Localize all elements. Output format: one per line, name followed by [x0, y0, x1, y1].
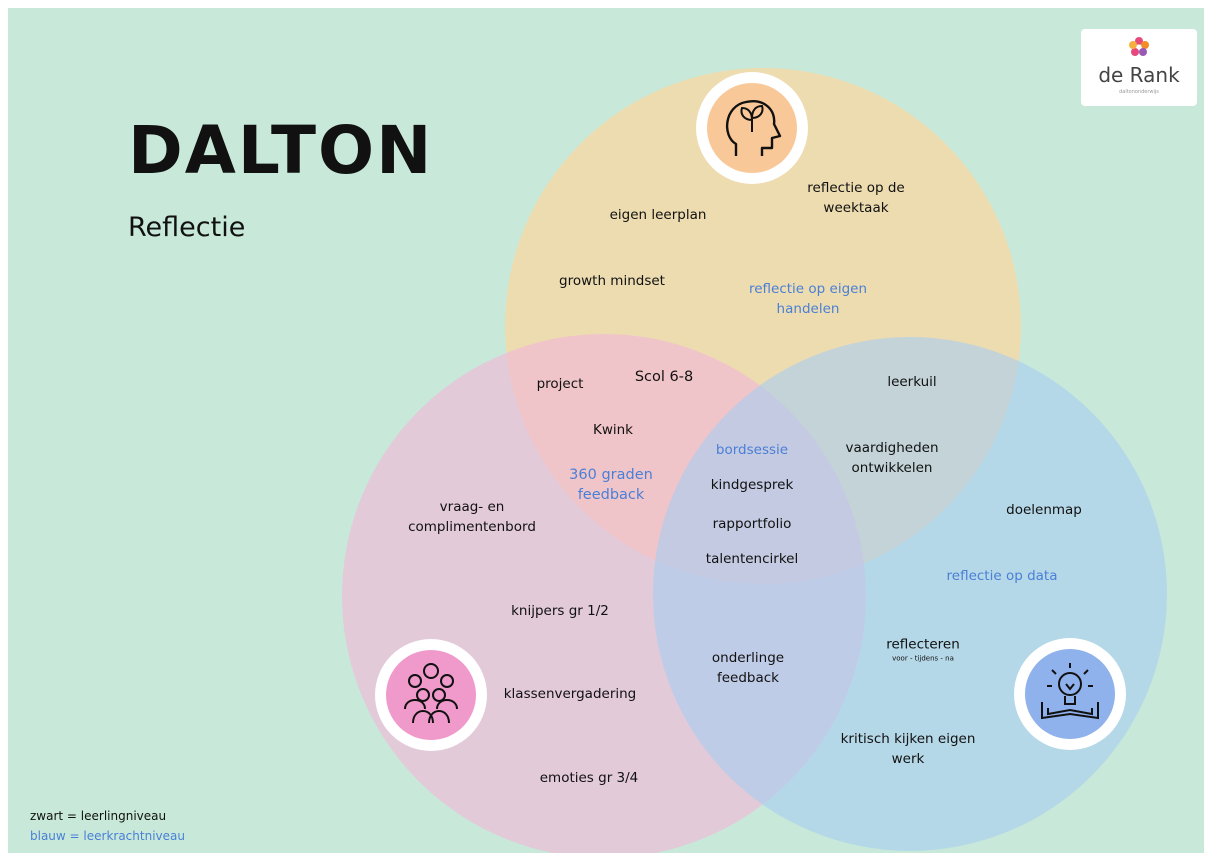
page-subtitle: Reflectie	[128, 212, 246, 243]
head-sprout-icon	[696, 72, 808, 184]
label-project: project	[536, 376, 584, 392]
group-people-icon	[375, 639, 487, 751]
circle-right	[653, 337, 1167, 851]
book-lightbulb-icon	[1014, 638, 1126, 750]
label-emoties: emoties gr 3/4	[539, 770, 639, 786]
legend-student: zwart = leerlingniveau	[30, 809, 167, 823]
logo-name: de Rank	[1098, 63, 1180, 87]
label-scol: Scol 6-8	[634, 369, 694, 385]
logo-tagline: daltononderwijs	[1119, 89, 1159, 95]
label-growth-mindset: growth mindset	[559, 273, 665, 289]
label-leerkuil: leerkuil	[887, 374, 937, 390]
label-doelenmap: doelenmap	[1006, 502, 1082, 518]
logo: de Rank daltononderwijs	[1081, 29, 1197, 106]
label-eigen-leerplan: eigen leerplan	[609, 207, 707, 223]
label-reflecteren-sub: voor - tijdens - na	[892, 654, 954, 663]
label-bordsessie: bordsessie	[715, 442, 789, 458]
label-rapportfolio: rapportfolio	[712, 516, 792, 532]
legend-teacher: blauw = leerkrachtniveau	[30, 829, 185, 843]
flower-logo-icon	[1129, 37, 1149, 56]
label-kwink: Kwink	[592, 422, 634, 438]
label-talentencirkel: talentencirkel	[705, 551, 799, 567]
label-knijpers: knijpers gr 1/2	[511, 603, 609, 619]
label-klassenvergadering: klassenvergadering	[503, 686, 637, 702]
label-reflectie-op-data: reflectie op data	[946, 568, 1058, 584]
page-title: DALTON	[128, 112, 434, 189]
label-kindgesprek: kindgesprek	[710, 477, 794, 493]
venn-diagram	[342, 68, 1167, 853]
poster-canvas: DALTON Reflectie de Rank daltononderwijs…	[8, 8, 1204, 853]
